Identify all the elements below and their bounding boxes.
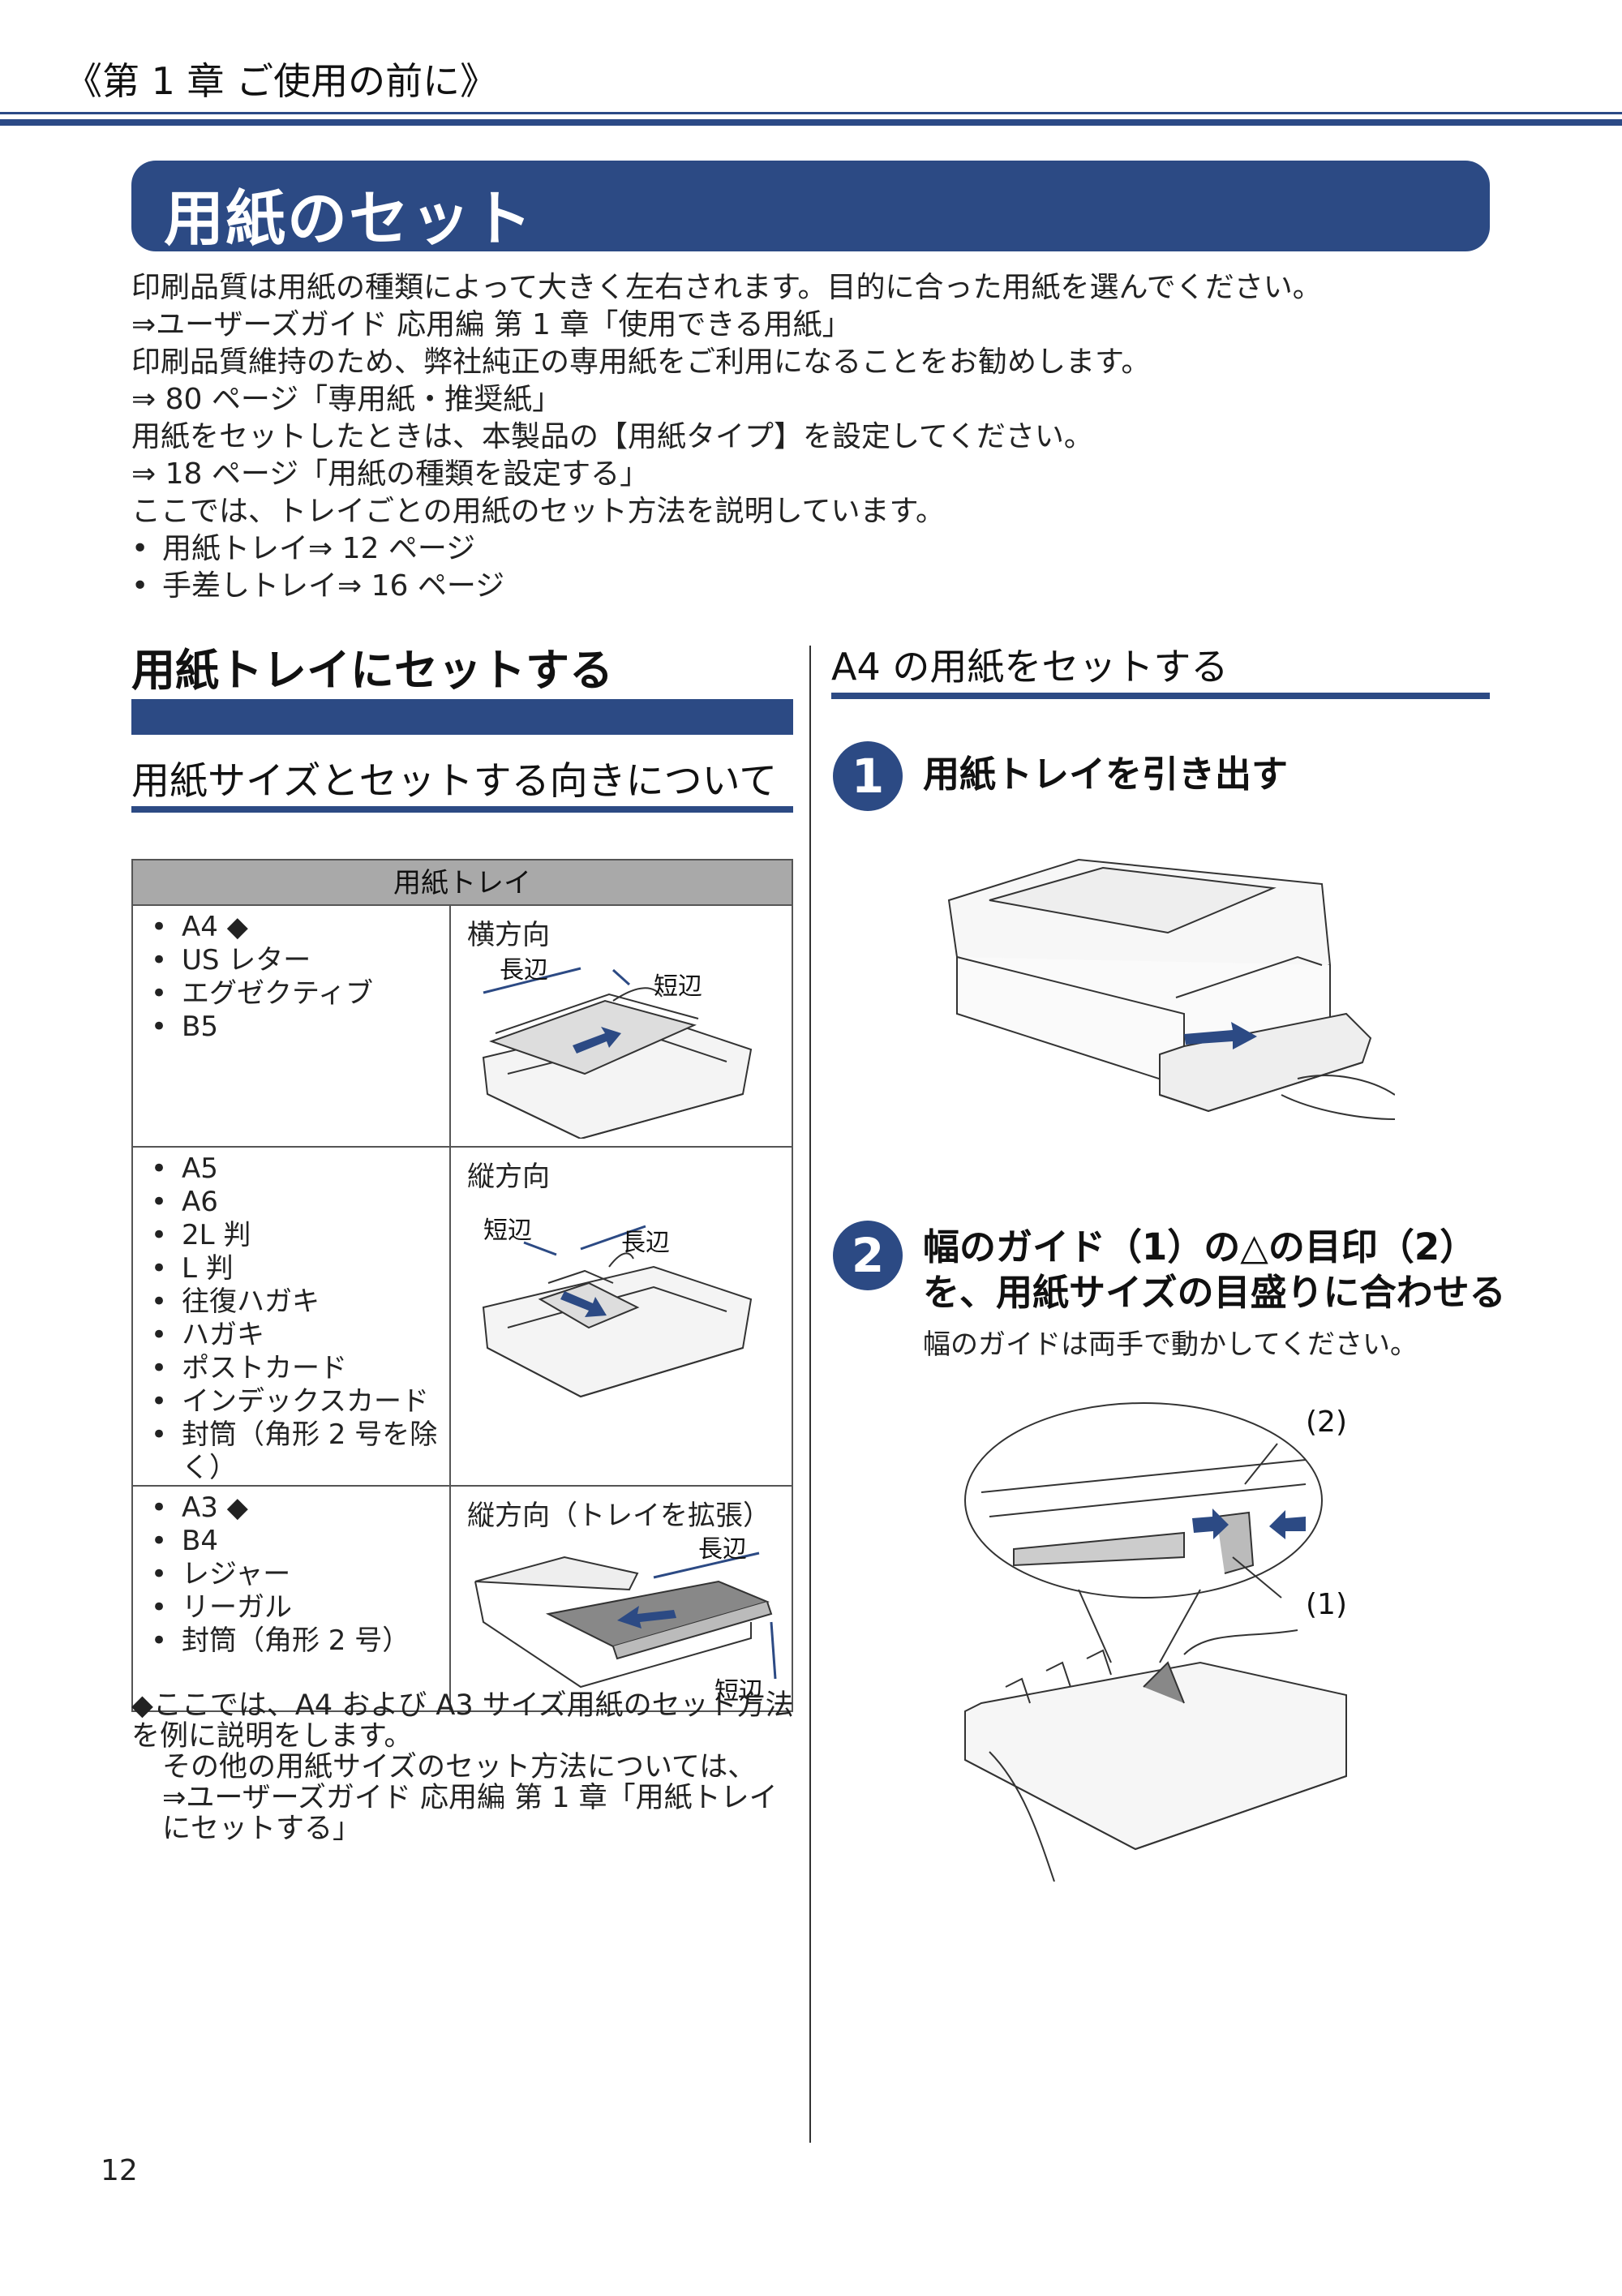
size-item: ハガキ xyxy=(144,1319,449,1352)
label-long-edge: 長辺 xyxy=(698,1535,747,1564)
guide-arrow-right-icon xyxy=(1269,1510,1306,1539)
intro-text: 印刷品質は用紙の種類によって大きく左右されます。目的に合った用紙を選んでください… xyxy=(131,269,1510,605)
table-row: A4 ◆ US レター エグゼクティブ B5 横方向 xyxy=(131,904,793,1148)
label-short-edge: 短辺 xyxy=(654,972,702,1001)
step-1-title: 用紙トレイを引き出す xyxy=(923,753,1289,796)
table-header: 用紙トレイ xyxy=(131,859,793,906)
table-row: A5 A6 2L 判 L 判 往復ハガキ ハガキ ポストカード インデックスカー… xyxy=(131,1146,793,1487)
intro-link[interactable]: ⇒ 18 ページ「用紙の種類を設定する」 xyxy=(131,457,650,491)
note-link[interactable]: ⇒ユーザーズガイド 応用編 第 1 章「用紙トレイにセットする」 xyxy=(162,1782,778,1845)
size-item: A4 ◆ xyxy=(144,911,449,944)
label-short-edge: 短辺 xyxy=(714,1677,763,1703)
intro-bullets: 用紙トレイ⇒ 12 ページ 手差しトレイ⇒ 16 ページ xyxy=(131,530,1510,605)
page-title-bar: 用紙のセット xyxy=(131,161,1490,254)
table-note: ◆ここでは、A4 および A3 サイズ用紙のセット方法を例に説明をします。 その… xyxy=(131,1690,796,1844)
section-band xyxy=(131,699,793,735)
size-item: リーガル xyxy=(144,1591,449,1624)
size-item: B4 xyxy=(144,1525,449,1558)
section-title-left: 用紙トレイにセットする xyxy=(131,645,613,696)
header-rule-thick xyxy=(0,119,1622,126)
intro-link[interactable]: ⇒ 80 ページ「専用紙・推奨紙」 xyxy=(131,383,562,416)
label-long-edge: 長辺 xyxy=(500,956,548,985)
orientation-label: 縦方向（トレイを拡張） xyxy=(467,1500,770,1532)
pull-arrow-icon xyxy=(1184,1022,1257,1049)
intro-line: 用紙をセットしたときは、本製品の【用紙タイプ】を設定してください。 xyxy=(131,420,1093,453)
section-title-right: A4 の用紙をセットする xyxy=(831,645,1229,689)
size-list: A4 ◆ US レター エグゼクティブ B5 xyxy=(133,906,449,1044)
note-line: ◆ここでは、A4 および A3 サイズ用紙のセット方法を例に説明をします。 xyxy=(131,1689,794,1753)
size-item: 往復ハガキ xyxy=(144,1285,449,1319)
size-item: エグゼクティブ xyxy=(144,977,449,1011)
size-item: L 判 xyxy=(144,1252,449,1285)
chapter-heading: 《第 1 章 ご使用の前に》 xyxy=(65,59,498,103)
printer-tray-illustration xyxy=(947,858,1395,1120)
size-item: 封筒（角形 2 号） xyxy=(144,1624,449,1658)
size-item: インデックスカード xyxy=(144,1385,449,1418)
intro-link[interactable]: ⇒ユーザーズガイド 応用編 第 1 章「使用できる用紙」 xyxy=(131,308,852,341)
size-list: A5 A6 2L 判 L 判 往復ハガキ ハガキ ポストカード インデックスカー… xyxy=(133,1148,449,1485)
step-2-title-line1: 幅のガイド（1）の△の目印（2） xyxy=(923,1225,1477,1268)
size-item: レジャー xyxy=(144,1558,449,1591)
callout-1: (1) xyxy=(1306,1588,1347,1621)
section-rule-right xyxy=(831,693,1490,699)
note-line: その他の用紙サイズのセット方法については、 xyxy=(162,1751,757,1783)
subsection-rule xyxy=(131,806,793,813)
portrait-tray-illustration: 短辺 長辺 xyxy=(482,1217,753,1398)
guide-arrow-left-icon xyxy=(1192,1508,1229,1539)
orientation-label: 横方向 xyxy=(467,919,550,951)
callout-2: (2) xyxy=(1306,1405,1347,1439)
insert-arrow-icon xyxy=(573,1027,621,1054)
landscape-tray-illustration: 長辺 短辺 xyxy=(482,956,753,1140)
size-item: ポストカード xyxy=(144,1352,449,1385)
subsection-title-left: 用紙サイズとセットする向きについて xyxy=(131,759,778,804)
size-item: A5 xyxy=(144,1152,449,1186)
column-divider xyxy=(809,646,811,2143)
size-item: A3 ◆ xyxy=(144,1491,449,1525)
extended-tray-illustration: 長辺 短辺 xyxy=(474,1535,777,1706)
size-item: B5 xyxy=(144,1011,449,1044)
label-short-edge: 短辺 xyxy=(483,1217,532,1245)
label-long-edge: 長辺 xyxy=(621,1229,670,1257)
step-2-badge: 2 xyxy=(833,1221,903,1290)
paper-size-table: 用紙トレイ A4 ◆ US レター エグゼクティブ B5 横方向 xyxy=(131,859,793,1712)
size-item: 2L 判 xyxy=(144,1219,449,1252)
bullet-paper-tray[interactable]: 用紙トレイ⇒ 12 ページ xyxy=(131,530,1510,568)
page-title: 用紙のセット xyxy=(164,184,534,254)
bullet-manual-feed[interactable]: 手差しトレイ⇒ 16 ページ xyxy=(131,568,1510,605)
orientation-label: 縦方向 xyxy=(467,1161,550,1193)
insert-arrow-icon xyxy=(560,1291,607,1317)
size-list: A3 ◆ B4 レジャー リーガル 封筒（角形 2 号） xyxy=(133,1487,449,1658)
step-2-title-line2: を、用紙サイズの目盛りに合わせる xyxy=(923,1271,1506,1314)
step-1-badge: 1 xyxy=(833,741,903,811)
intro-line: 印刷品質は用紙の種類によって大きく左右されます。目的に合った用紙を選んでください… xyxy=(131,271,1322,304)
insert-arrow-icon xyxy=(617,1606,676,1629)
width-guide-illustration: (2) (1) xyxy=(964,1402,1347,1882)
size-item: US レター xyxy=(144,944,449,977)
size-item: A6 xyxy=(144,1186,449,1219)
page-number: 12 xyxy=(101,2154,138,2187)
step-2-subtext: 幅のガイドは両手で動かしてください。 xyxy=(923,1328,1418,1361)
intro-line: 印刷品質維持のため、弊社純正の専用紙をご利用になることをお勧めします。 xyxy=(131,345,1151,379)
table-row: A3 ◆ B4 レジャー リーガル 封筒（角形 2 号） 縦方向（トレイを拡張） xyxy=(131,1485,793,1712)
size-item: 封筒（角形 2 号を除く） xyxy=(144,1418,449,1485)
intro-line: ここでは、トレイごとの用紙のセット方法を説明しています。 xyxy=(131,495,945,528)
header-rule-thin xyxy=(0,112,1622,114)
